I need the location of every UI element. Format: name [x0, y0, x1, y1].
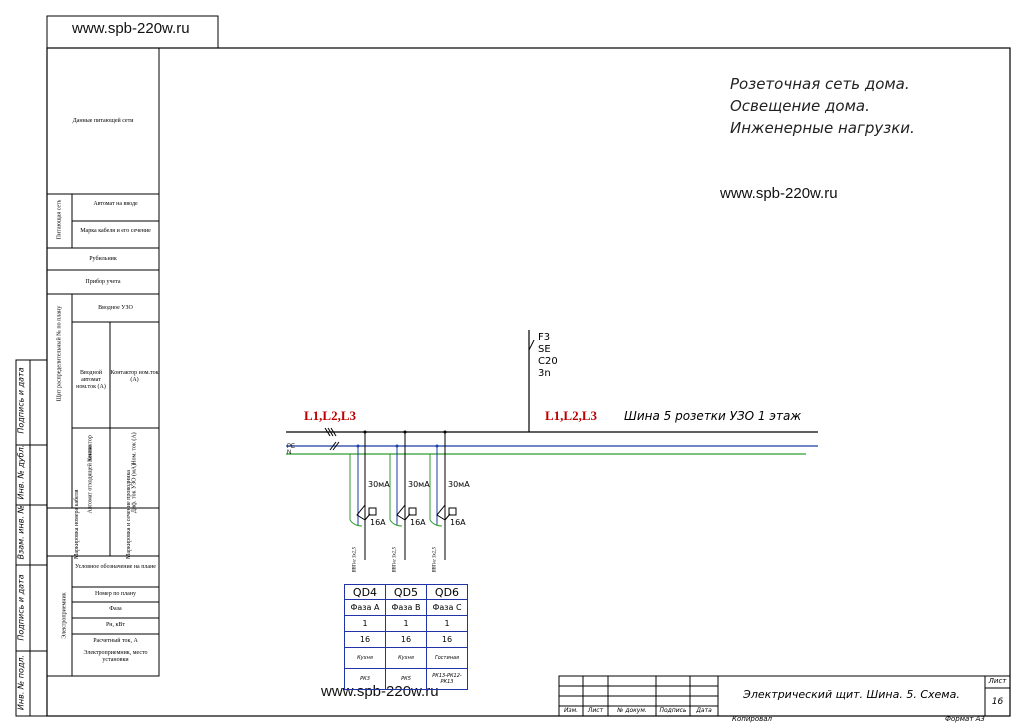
col-sheet: Лист	[587, 707, 604, 714]
sheet-number: 16	[991, 697, 1004, 707]
breaker-line: SE	[538, 344, 551, 355]
title-block-title: Электрический щит. Шина. 5. Схема.	[743, 688, 960, 701]
rcd-branch-3	[429, 430, 457, 560]
sheet-label: Лист	[988, 677, 1007, 685]
rcd-cable-2: ВВГнг 3х2,5	[392, 547, 398, 573]
qd-current: 16	[344, 631, 386, 648]
breaker-line: 3n	[538, 368, 551, 379]
stamp-side-2: Инв. № дубл.	[16, 444, 26, 500]
pe-mark: PE	[287, 444, 296, 450]
rcd-branch-2	[389, 430, 417, 560]
panel-auto-short: Автомат отходящей линии	[87, 445, 94, 514]
panel-input-auto-nom: Вводной автомат ном.ток (А)	[76, 370, 106, 390]
format-label: Формат А3	[945, 715, 985, 723]
panel-meter: Прибор учета	[85, 279, 121, 285]
panel-group-consumer: Электроприемник	[61, 592, 68, 639]
qd-row-names: QD4 QD5 QD6	[344, 584, 468, 600]
stamp-side-1: Подпись и дата	[16, 367, 26, 434]
rcd-sens-1: 30мА	[368, 480, 390, 489]
qd-consumer: Кухня	[344, 647, 386, 669]
panel-top-label: Данные питающей сети	[72, 118, 134, 124]
panel-cable-brand: Марка кабеля и его сечение	[80, 228, 151, 234]
note-line: Розеточная сеть дома.	[730, 75, 910, 93]
qd-row-current: 16 16 16	[344, 631, 468, 648]
note-line: Освещение дома.	[730, 97, 870, 115]
qd-row-place: РК3 РК5 РК13-РК12-РК13	[344, 668, 468, 690]
rcd-current-2: 16А	[410, 518, 426, 527]
panel-phase: Фаза	[109, 606, 122, 612]
qd-current: 16	[426, 631, 468, 648]
qd-phase: Фаза A	[344, 599, 386, 616]
qd-name: QD5	[385, 584, 427, 600]
rcd-cable-1: ВВГнг 3х2,5	[352, 547, 358, 573]
note-block: Розеточная сеть дома. Освещение дома. Ин…	[730, 73, 915, 139]
qd-place: РК13-РК12-РК13	[426, 668, 468, 690]
col-doc-no: № докум.	[617, 707, 647, 714]
panel-contactor-nom: Контактор ном.ток (А)	[110, 370, 159, 383]
stamp-side-4: Подпись и дата	[16, 574, 26, 641]
qd-phase: Фаза C	[426, 599, 468, 616]
qd-power: 1	[385, 615, 427, 632]
rcd-current-1: 16А	[370, 518, 386, 527]
rcd-branch-1	[349, 430, 377, 560]
col-signature: Подпись	[659, 707, 687, 714]
qd-power: 1	[344, 615, 386, 632]
panel-legend: Условное обозначение на плане	[75, 564, 156, 570]
copied-label: Копировал	[732, 715, 772, 723]
qd-row-phase: Фаза A Фаза B Фаза C	[344, 599, 468, 616]
bus-pe-n-marks: PE N	[287, 444, 295, 456]
panel-group-power: Питающая сеть	[56, 199, 63, 240]
qd-consumer: Кухня	[385, 647, 427, 669]
panel-calc-current: Расчетный ток, А	[93, 638, 138, 644]
qd-name: QD6	[426, 584, 468, 600]
col-change: Изм.	[563, 707, 579, 714]
panel-input-rcd: Вводное УЗО	[98, 305, 133, 311]
qd-current: 16	[385, 631, 427, 648]
rcd-sens-3: 30мА	[448, 480, 470, 489]
breaker-line: C20	[538, 356, 558, 367]
phase-label-left: L1,L2,L3	[304, 408, 357, 423]
stamp-side-5: Инв. № подл.	[16, 654, 26, 711]
qd-place: РК5	[385, 668, 427, 690]
qd-phase: Фаза B	[385, 599, 427, 616]
qd-name: QD4	[344, 584, 386, 600]
panel-cable-label: Маркировка и сечение проводника	[126, 470, 132, 559]
col-date: Дата	[696, 707, 712, 714]
rcd-cable-3: ВВГнг 3х2,5	[432, 547, 438, 573]
panel-power-kw: Рн, кВт	[105, 622, 126, 628]
qd-place: РК3	[344, 668, 386, 690]
qd-row-consumer: Кухня Кухня Гостиная	[344, 647, 468, 669]
panel-plan-no: Номер по плану	[95, 591, 136, 597]
site-url-middle[interactable]: www.spb-220w.ru	[720, 185, 838, 202]
panel-marking-label: Маркировка номера кабеля	[74, 489, 80, 559]
breaker-line: F3	[538, 332, 551, 343]
breaker-label: F3 SE C20 3n	[538, 332, 558, 380]
bus-name: Шина 5 розетки УЗО 1 этаж	[624, 409, 802, 423]
rcd-sens-2: 30мА	[408, 480, 430, 489]
stamp-side-3: Взам. инв. №	[16, 505, 26, 560]
panel-consumer-place: Электроприемник, место установки	[83, 650, 148, 663]
qd-consumer: Гостиная	[426, 647, 468, 669]
panel-auto-input: Автомат на вводе	[93, 201, 138, 207]
note-line: Инженерные нагрузки.	[730, 119, 915, 137]
qd-power: 1	[426, 615, 468, 632]
panel-switch: Рубильник	[89, 256, 117, 262]
phase-label-right: L1,L2,L3	[545, 408, 598, 423]
qd-table: QD4 QD5 QD6 Фаза A Фаза B Фаза C 1 1 1 1…	[344, 584, 468, 690]
rcd-current-3: 16А	[450, 518, 466, 527]
n-mark: N	[287, 450, 292, 456]
site-url-top[interactable]: www.spb-220w.ru	[72, 20, 190, 37]
qd-row-power: 1 1 1	[344, 615, 468, 632]
panel-group-distr: Щит распределительный № по плану	[56, 305, 63, 402]
